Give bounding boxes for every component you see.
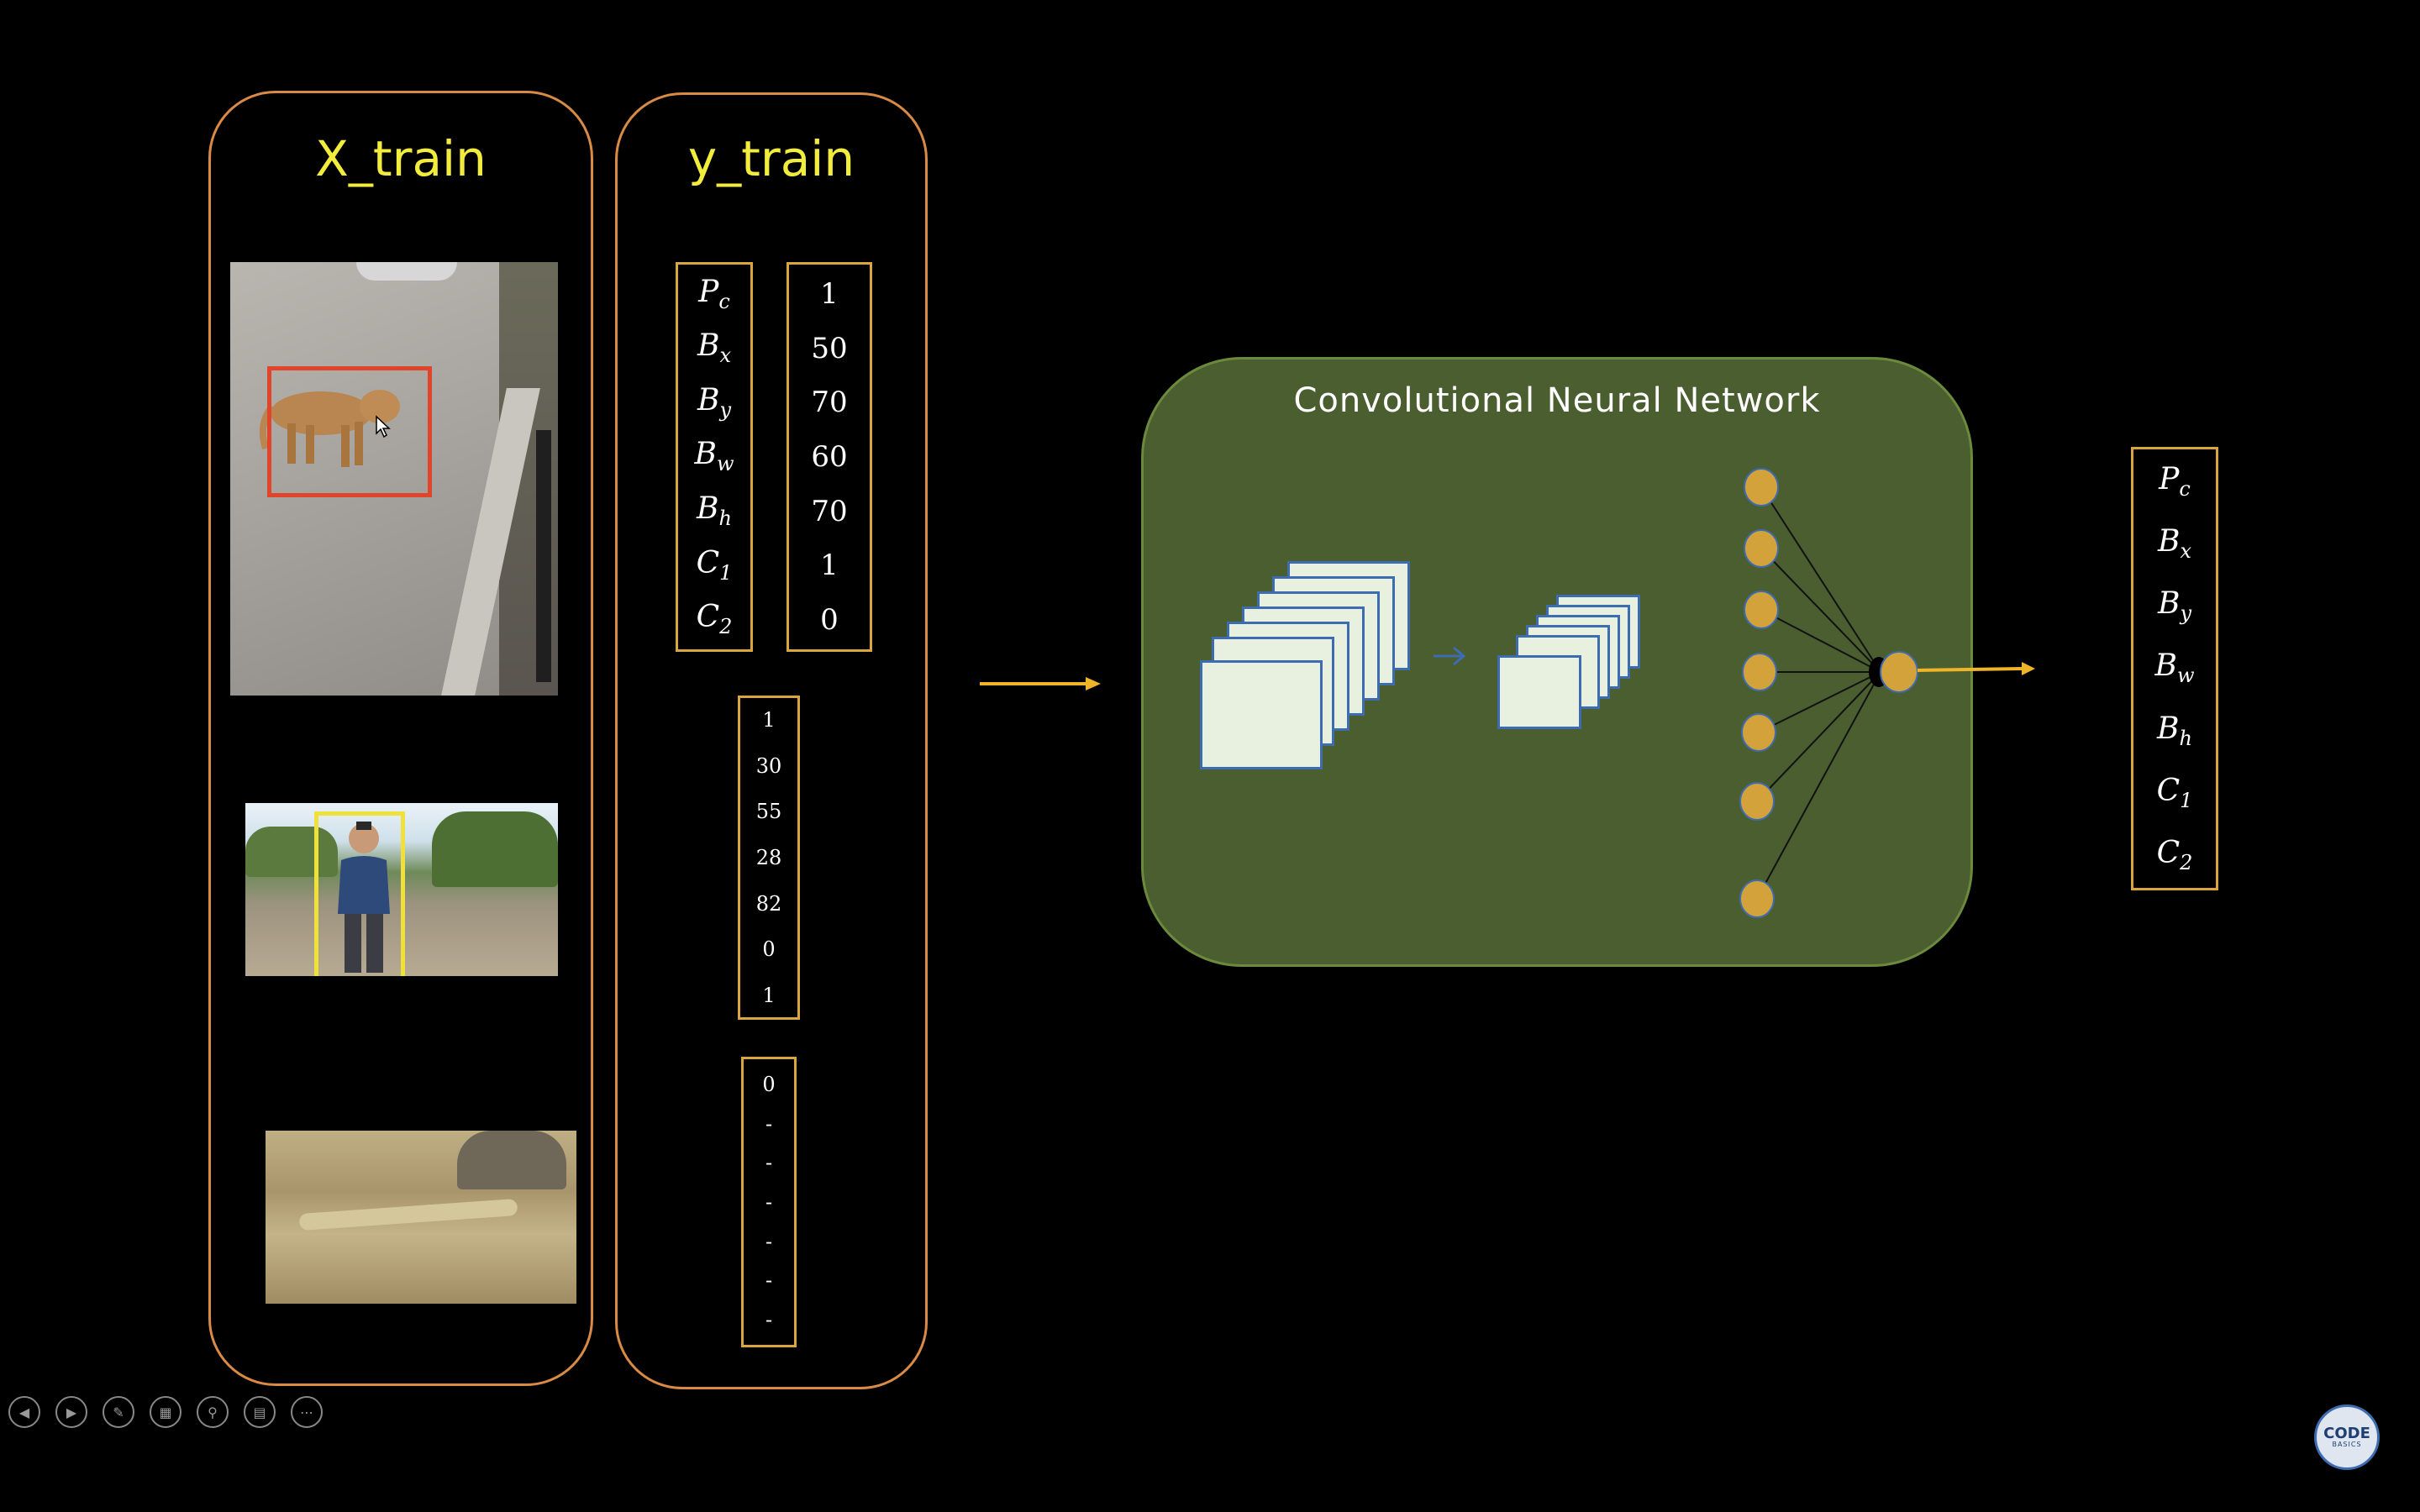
output-label-bw: Bw bbox=[2154, 648, 2195, 688]
person-value: 30 bbox=[755, 753, 782, 778]
feature-map bbox=[1200, 660, 1323, 769]
subtitles-icon[interactable]: ▤ bbox=[244, 1396, 276, 1428]
path-shape bbox=[298, 1198, 518, 1231]
output-neuron bbox=[1880, 651, 1918, 693]
dog-bounding-box bbox=[267, 366, 432, 497]
label-pc: Pc bbox=[698, 274, 730, 313]
neuron bbox=[1744, 591, 1779, 629]
feature-map bbox=[1497, 655, 1581, 729]
person-value: 82 bbox=[755, 891, 782, 916]
cnn-title: Convolutional Neural Network bbox=[1293, 381, 1821, 420]
output-label-pc: Pc bbox=[2159, 461, 2191, 501]
person-value: 1 bbox=[762, 708, 776, 732]
zoom-icon[interactable]: ⚲ bbox=[197, 1396, 229, 1428]
y-train-label-bracket bbox=[676, 262, 753, 652]
dog-value: 70 bbox=[811, 494, 848, 528]
y-train-label-column: Pc Bx By Bw Bh C1 C2 bbox=[676, 267, 753, 647]
neuron bbox=[1742, 653, 1777, 691]
empty-value: - bbox=[765, 1268, 773, 1293]
empty-value: - bbox=[765, 1307, 773, 1331]
person-value: 55 bbox=[755, 800, 782, 824]
dog-value: 0 bbox=[820, 602, 839, 637]
person-values-column: 1 30 55 28 82 0 1 bbox=[738, 697, 800, 1018]
cursor-icon bbox=[376, 415, 391, 438]
dog-figure bbox=[259, 390, 400, 467]
person-photo bbox=[245, 803, 558, 976]
car-shape bbox=[356, 262, 457, 281]
person-values-bracket bbox=[738, 696, 800, 1020]
person-figure bbox=[338, 822, 390, 973]
pen-icon[interactable]: ✎ bbox=[103, 1396, 134, 1428]
trees-right bbox=[432, 811, 558, 887]
more-icon[interactable]: ⋯ bbox=[291, 1396, 323, 1428]
neuron bbox=[1741, 713, 1776, 752]
output-label-bx: Bx bbox=[2157, 523, 2191, 564]
empty-values-bracket bbox=[741, 1057, 797, 1347]
x-train-title: X_train bbox=[315, 130, 487, 187]
output-vector-bracket bbox=[2131, 447, 2218, 890]
label-bw: Bw bbox=[694, 437, 734, 476]
empty-values-column: 0 - - - - - - bbox=[741, 1065, 797, 1339]
dog-value: 60 bbox=[811, 439, 848, 474]
stack-arrow bbox=[1434, 646, 1466, 666]
output-vector-column: Pc Bx By Bw Bh C1 C2 bbox=[2131, 450, 2218, 887]
person-bounding-box bbox=[314, 811, 405, 976]
bush-shape bbox=[457, 1131, 566, 1189]
person-value: 28 bbox=[755, 845, 782, 869]
empty-value: 0 bbox=[762, 1073, 776, 1097]
dog-value: 1 bbox=[820, 277, 839, 312]
neuron bbox=[1739, 782, 1775, 821]
output-label-bh: Bh bbox=[2157, 711, 2192, 750]
grass-photo bbox=[266, 1131, 576, 1304]
cnn-box: Convolutional Neural Network bbox=[1141, 357, 1973, 967]
slides-icon[interactable]: ▦ bbox=[150, 1396, 182, 1428]
prev-icon[interactable]: ◀ bbox=[8, 1396, 40, 1428]
next-icon[interactable]: ▶ bbox=[55, 1396, 87, 1428]
neuron bbox=[1744, 468, 1779, 507]
label-c1: C1 bbox=[696, 545, 733, 585]
trees-left bbox=[245, 827, 338, 877]
dog-values-bracket bbox=[786, 262, 872, 652]
input-arrow bbox=[980, 677, 1101, 690]
empty-value: - bbox=[765, 1111, 773, 1136]
empty-value: - bbox=[765, 1151, 773, 1175]
dense-layer bbox=[1739, 468, 2035, 918]
dog-photo bbox=[230, 262, 558, 696]
dog-value: 70 bbox=[811, 386, 848, 420]
person-value: 0 bbox=[762, 937, 776, 962]
empty-value: - bbox=[765, 1189, 773, 1214]
neuron bbox=[1744, 529, 1779, 568]
neuron bbox=[1739, 879, 1775, 918]
empty-value: - bbox=[765, 1229, 773, 1253]
output-label-by: By bbox=[2157, 586, 2192, 626]
person-value: 1 bbox=[762, 983, 776, 1007]
x-train-panel: X_train bbox=[208, 91, 593, 1386]
label-by: By bbox=[697, 382, 732, 422]
dog-values-column: 1 50 70 60 70 1 0 bbox=[786, 267, 872, 647]
y-train-panel: y_train bbox=[615, 92, 928, 1389]
dog-value: 50 bbox=[811, 331, 848, 365]
label-c2: C2 bbox=[696, 600, 733, 639]
output-label-c1: C1 bbox=[2156, 773, 2193, 813]
y-train-title: y_train bbox=[687, 130, 855, 187]
code-basics-logo: CODE BASICS bbox=[2314, 1404, 2380, 1470]
output-label-c2: C2 bbox=[2156, 836, 2193, 875]
label-bh: Bh bbox=[697, 491, 732, 531]
dog-value: 1 bbox=[820, 549, 839, 583]
gate-shape bbox=[536, 430, 551, 682]
label-bx: Bx bbox=[697, 328, 731, 368]
